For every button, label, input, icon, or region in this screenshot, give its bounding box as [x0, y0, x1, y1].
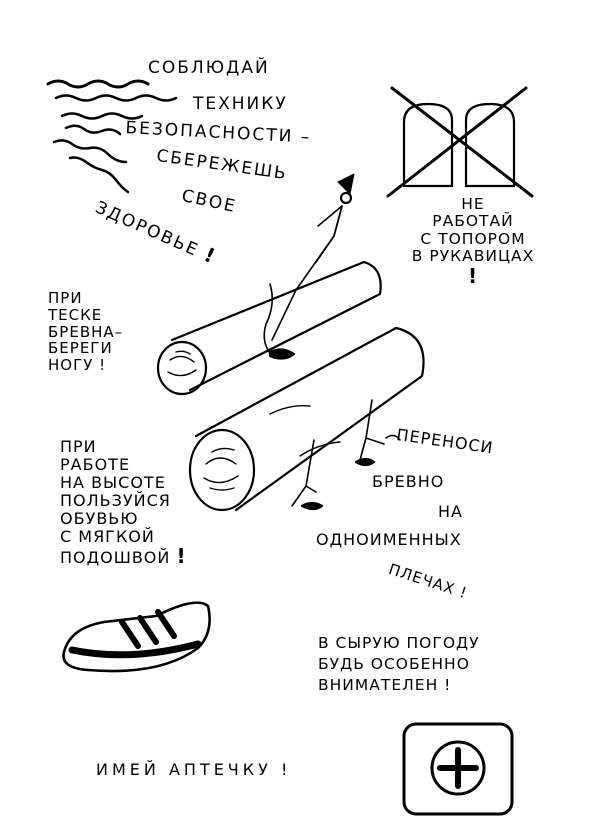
slogan-line-2: ТЕХНИКУ: [193, 94, 288, 114]
upper-log-illustration: [156, 173, 382, 396]
weather-rule: В СЫРУЮ ПОГОДУ БУДЬ ОСОБЕННО ВНИМАТЕЛЕН …: [318, 633, 480, 696]
mittens-crossed-icon: [386, 86, 534, 198]
height-rule: ПРИ РАБОТЕ НА ВЫСОТЕ ПОЛЬЗУЙСЯ ОБУВЬЮ С …: [60, 438, 187, 568]
height-rule-line-4: ПОЛЬЗУЙСЯ: [60, 490, 171, 510]
leg-rule-line-1: ПРИ: [48, 289, 83, 307]
leg-rule-line-3: БРЕВНА–: [48, 322, 124, 341]
height-rule-line-6: С МЯГКОЙ: [60, 526, 155, 546]
gloves-rule: НЕ РАБОТАЙ С ТОПОРОМ В РУКАВИЦАХ !: [398, 195, 548, 289]
gloves-rule-excl: !: [467, 264, 479, 289]
weather-rule-line-2: БУДЬ ОСОБЕННО: [318, 654, 470, 673]
lower-log-illustration: [188, 326, 425, 512]
gloves-rule-line-2: РАБОТАЙ: [432, 212, 514, 231]
speed-lines: [46, 79, 178, 194]
leg-rule: ПРИ ТЕСКЕ БРЕВНА– БЕРЕГИ НОГУ !: [48, 290, 123, 374]
carry-rule-line-2: БРЕВНО: [372, 472, 445, 491]
carry-rule-line-4: ОДНОИМЕННЫХ: [316, 530, 462, 549]
height-rule-line-2: РАБОТЕ: [60, 454, 131, 474]
height-rule-line-1: ПРИ: [60, 437, 97, 456]
first-aid-kit-icon: [402, 722, 514, 816]
leg-rule-line-4: БЕРЕГИ: [48, 339, 113, 358]
gloves-rule-line-4: В РУКАВИЦАХ: [411, 247, 535, 266]
weather-rule-line-1: В СЫРУЮ ПОГОДУ: [318, 634, 480, 652]
weather-rule-line-3: ВНИМАТЕЛЕН !: [318, 675, 452, 694]
gloves-rule-line-1: НЕ: [461, 195, 485, 213]
gloves-rule-line-3: С ТОПОРОМ: [420, 229, 526, 248]
height-rule-line-5: ОБУВЬЮ: [60, 508, 139, 528]
soft-shoe-icon: [62, 601, 211, 673]
leg-rule-line-5: НОГУ !: [48, 356, 107, 375]
height-rule-line-3: НА ВЫСОТЕ: [60, 472, 166, 492]
slogan-line-1: СОБЛЮДАЙ: [148, 58, 270, 78]
leg-rule-line-2: ТЕСКЕ: [48, 305, 103, 324]
carry-rule-line-3: НА: [438, 502, 463, 521]
first-aid-text: ИМЕЙ АПТЕЧКУ !: [96, 760, 292, 779]
height-rule-line-7: ПОДОШВОЙ !: [60, 544, 187, 569]
